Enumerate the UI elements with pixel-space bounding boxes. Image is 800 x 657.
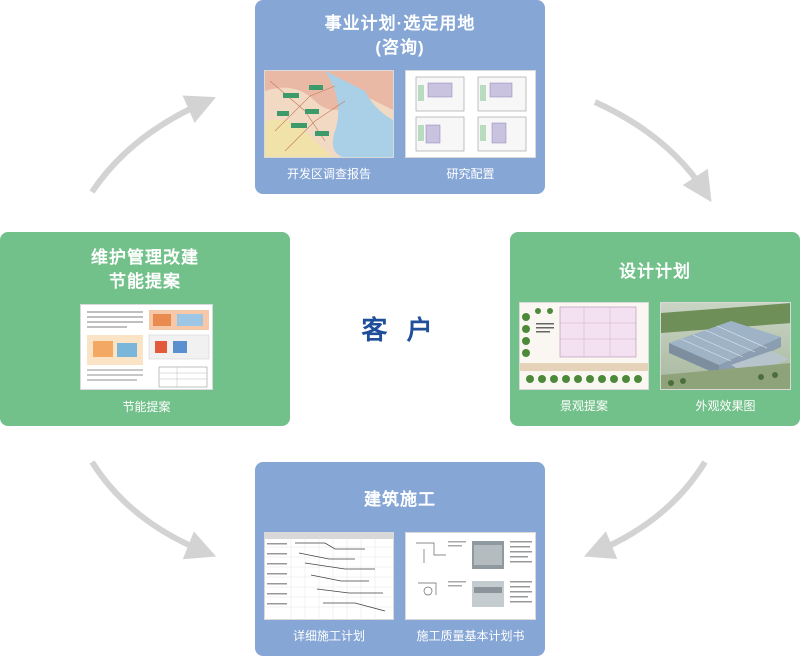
arrow-bottom-to-left [89, 460, 217, 560]
stage-design-plan: 设计计划 [510, 232, 800, 426]
thumb-energy-proposal [80, 304, 213, 390]
stage-construction: 建筑施工 [255, 462, 545, 656]
stage-maintenance: 维护管理改建 节能提案 节能提案 [0, 232, 290, 426]
arrow-left-to-top [89, 95, 216, 194]
arrow-right-to-bottom [583, 460, 708, 560]
caption-development-report: 开发区调查报告 [286, 167, 371, 181]
thumb-schedule [264, 532, 394, 620]
arrow-top-to-right [593, 99, 712, 203]
stage-title: 维护管理改建 节能提案 [91, 248, 199, 291]
thumb-layout [405, 70, 536, 158]
caption-detailed-schedule: 详细施工计划 [292, 629, 365, 643]
caption-landscape-proposal: 景观提案 [559, 399, 608, 413]
caption-energy-proposal: 节能提案 [122, 400, 171, 414]
caption-quality-plan: 施工质量基本计划书 [416, 629, 525, 643]
thumb-map [264, 70, 394, 158]
stage-title: 设计计划 [619, 262, 691, 281]
stage-title: 事业计划·选定用地 (咨询) [324, 14, 476, 57]
thumb-landscape [519, 302, 649, 390]
caption-exterior-rendering: 外观效果图 [695, 399, 756, 413]
thumb-quality-plan [405, 532, 536, 620]
stage-title: 建筑施工 [364, 490, 436, 509]
thumb-rendering [660, 302, 791, 390]
center-customer-label: 客 户 [361, 315, 439, 345]
caption-layout-study: 研究配置 [446, 167, 495, 181]
stage-business-plan: 事业计划·选定用地 (咨询) [255, 0, 545, 194]
